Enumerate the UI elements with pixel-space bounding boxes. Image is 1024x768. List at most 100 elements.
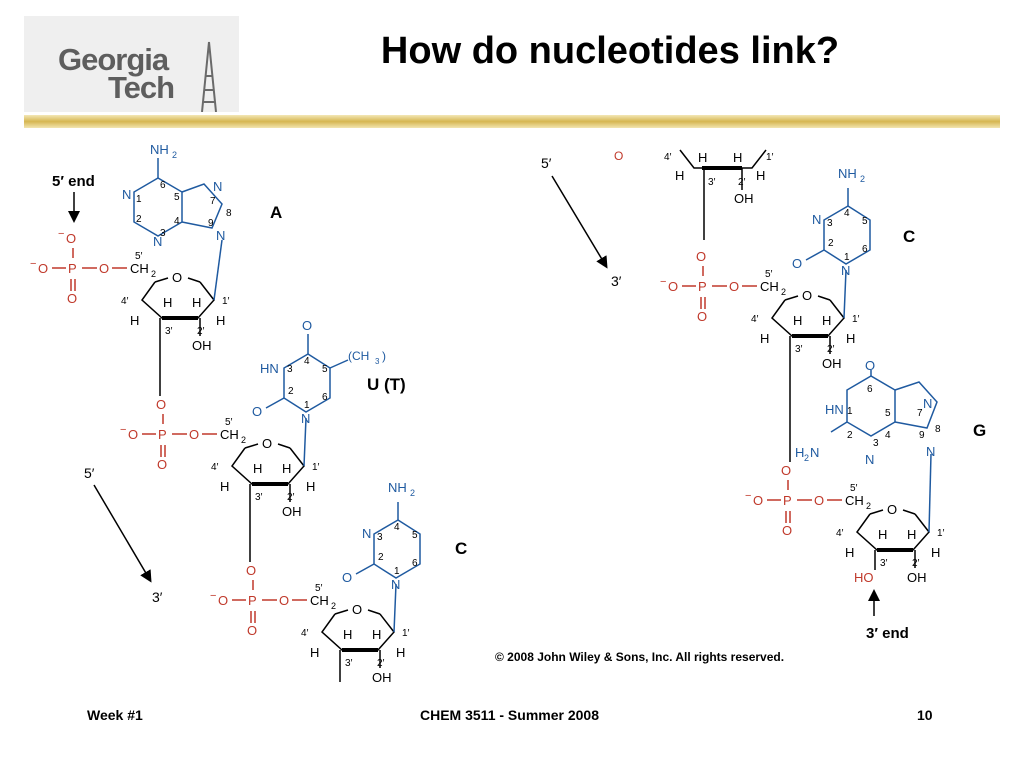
c3-label: 3′ [255, 492, 263, 503]
base-label-ut: U (T) [367, 375, 406, 394]
h-c3-up: H [343, 627, 352, 642]
c5-ch2-sub: 2 [331, 601, 336, 611]
adenine-base [133, 158, 223, 301]
nucleotide-adenine: O − O − P O O CH 2 5′ O 4′ 1′ 3′ [30, 142, 282, 353]
adenine-n9: N [216, 228, 225, 243]
phosphate-neg-left: − [745, 490, 751, 502]
logo-text-line1: Georgia [58, 42, 169, 77]
phosphate-neg-top: − [58, 228, 64, 240]
c2-label: 2′ [377, 658, 385, 669]
guanine-n9: N [926, 444, 935, 459]
c2-label: 2′ [287, 492, 295, 503]
guanine-h2n-n: N [810, 445, 819, 460]
phosphate-group: O O − P O O [120, 397, 217, 472]
cytosine-n3: N [362, 526, 371, 541]
phosphate-o-bottom: O [697, 309, 707, 324]
h-c1: H [216, 313, 225, 328]
partial-c1: 1′ [766, 152, 774, 163]
partial-o: O [614, 149, 623, 163]
uracil-ch3-close: ) [382, 349, 386, 363]
phosphate-group: O O − P O O [745, 463, 842, 538]
cytosine-nh2: NH [838, 166, 857, 181]
c4-label: 4′ [751, 314, 759, 325]
h-c1: H [396, 645, 405, 660]
phosphate-neg-left: − [30, 258, 36, 270]
uracil-base [265, 334, 349, 467]
copyright-notice: © 2008 John Wiley & Sons, Inc. All right… [495, 650, 784, 664]
left-direction-3prime: 3′ [152, 589, 163, 605]
c4-label: 4′ [301, 628, 309, 639]
c5-label: 5′ [135, 251, 143, 262]
left-direction-5prime: 5′ [84, 465, 95, 481]
guanine-base [830, 370, 938, 533]
phosphate-o-bottom: O [247, 623, 257, 638]
phosphate-p: P [68, 261, 77, 276]
ring-oxygen: O [887, 502, 897, 517]
h-c2-up: H [282, 461, 291, 476]
right-direction-3prime: 3′ [611, 273, 622, 289]
h-c4: H [310, 645, 319, 660]
h-c3-up: H [793, 313, 802, 328]
oh-c2: OH [282, 504, 302, 519]
c1-label: 1′ [852, 314, 860, 325]
cytosine-nh2-sub: 2 [410, 488, 415, 498]
georgia-tech-logo: Georgia Tech [24, 16, 239, 112]
phosphate-neg-left: − [660, 276, 666, 288]
phosphate-o-bottom: O [782, 523, 792, 538]
phosphate-o-top: O [781, 463, 791, 478]
ribose-sugar: CH 2 5′ O 4′ 1′ 3′ 2′ H H H H OH [121, 251, 230, 353]
c1-label: 1′ [222, 296, 230, 307]
phosphate-o-bottom: O [67, 291, 77, 306]
partial-h-4: H [756, 168, 765, 183]
right-direction-5prime: 5′ [541, 155, 552, 171]
ring-oxygen: O [172, 270, 182, 285]
phosphate-neg-left: − [210, 590, 216, 602]
footer-page-number: 10 [917, 707, 933, 723]
slide-title: How do nucleotides link? [380, 30, 840, 72]
c5-ch2-sub: 2 [151, 269, 156, 279]
c5-ch2-sub: 2 [781, 287, 786, 297]
partial-c4: 4′ [664, 152, 672, 163]
phosphate-o-right: O [189, 427, 199, 442]
phosphate-o-right: O [279, 593, 289, 608]
h-c3-up: H [163, 295, 172, 310]
phosphate-group: O − O − P O O [30, 228, 127, 306]
cytosine-nh2-sub: 2 [860, 174, 865, 184]
guanine-h2n-sub: 2 [804, 453, 809, 463]
guanine-n3: N [865, 452, 874, 467]
cytosine-base [355, 502, 421, 633]
c5-ch2-sub: 2 [866, 501, 871, 511]
partial-h-3: H [675, 168, 684, 183]
phosphate-p: P [698, 279, 707, 294]
title-divider [24, 115, 1000, 128]
partial-oh: OH [734, 191, 754, 206]
phosphate-o-right: O [99, 261, 109, 276]
phosphate-o-right: O [729, 279, 739, 294]
h-c3-up: H [253, 461, 262, 476]
c4-label: 4′ [211, 462, 219, 473]
c4-label: 4′ [836, 528, 844, 539]
partial-c3: 3′ [708, 177, 716, 188]
uracil-n1: N [301, 411, 310, 426]
h-c4: H [130, 313, 139, 328]
cytosine-o2: O [792, 256, 802, 271]
footer-course: CHEM 3511 - Summer 2008 [420, 707, 599, 723]
c3-label: 3′ [165, 326, 173, 337]
h-c4: H [845, 545, 854, 560]
c5-ch2: CH [845, 493, 864, 508]
ribose-sugar: CH 2 5′ O 4′ 1′ 3′ 2′ H H H H OH [301, 583, 410, 685]
right-strand: 5′ 3′ O 4′ 1′ 3′ 2′ H H H H OH O O − P [541, 149, 986, 642]
phosphate-neg-left: − [120, 424, 126, 436]
cytosine-n3: N [812, 212, 821, 227]
phosphate-o-left: O [753, 493, 763, 508]
h-c2-up: H [192, 295, 201, 310]
nucleotide-guanine: O O − P O O CH 2 5′ O 4′ 1′ 3′ 2′ H [745, 358, 986, 585]
base-label-g: G [973, 421, 986, 440]
h-c1: H [306, 479, 315, 494]
partial-top-sugar: O 4′ 1′ 3′ 2′ H H H H OH [614, 149, 774, 240]
c5-ch2-sub: 2 [241, 435, 246, 445]
